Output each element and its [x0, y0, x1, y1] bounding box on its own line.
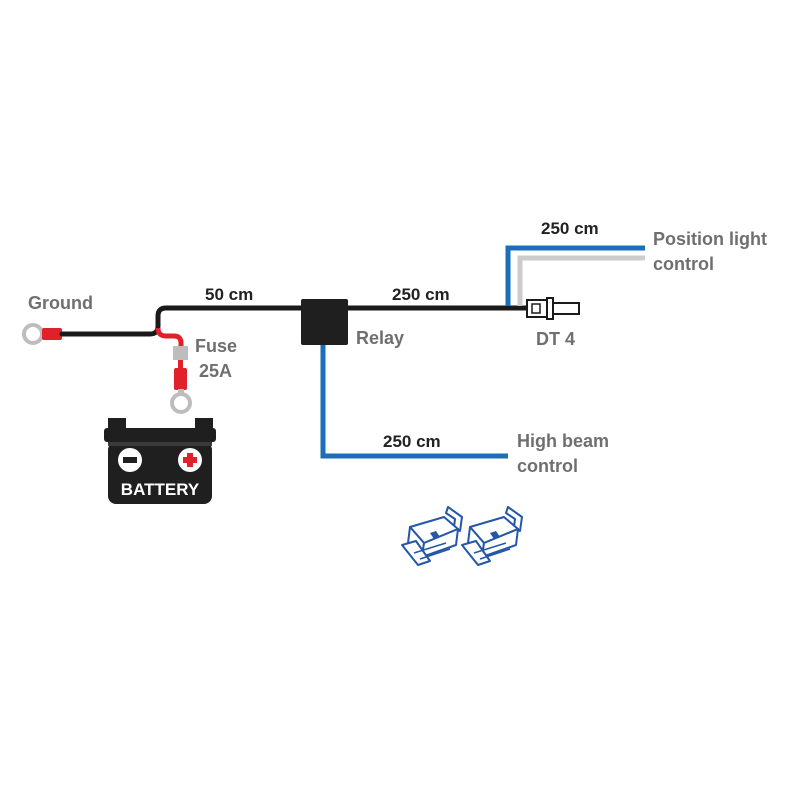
high-beam-label-line1: High beam — [517, 431, 609, 451]
splice-connector-icon — [461, 506, 523, 566]
length-relay-dt4-label: 250 cm — [392, 285, 450, 304]
battery-icon: BATTERY — [104, 418, 216, 504]
red-fuse-wire — [155, 327, 184, 352]
fuse-icon — [170, 346, 192, 414]
plus-icon — [178, 448, 202, 472]
position-light-grey-wire — [517, 255, 645, 306]
dt4-label: DT 4 — [536, 329, 575, 349]
position-light-blue-wire — [505, 245, 645, 306]
minus-icon — [118, 448, 142, 472]
relay-box — [301, 299, 348, 345]
length-position-label: 250 cm — [541, 219, 599, 238]
relay-label: Relay — [356, 328, 404, 348]
high-beam-label-line2: control — [517, 456, 578, 476]
high-beam-wire — [320, 330, 508, 459]
length-ground-relay-label: 50 cm — [205, 285, 253, 304]
battery-label: BATTERY — [121, 480, 200, 499]
ground-ring-terminal-icon — [22, 323, 62, 345]
ground-label: Ground — [28, 293, 93, 313]
fuse-label-line1: Fuse — [195, 336, 237, 356]
position-light-label-line2: control — [653, 254, 714, 274]
position-light-label-line1: Position light — [653, 229, 767, 249]
black-main-wire — [59, 305, 530, 337]
fuse-label-line2: 25A — [199, 361, 232, 381]
length-high-beam-label: 250 cm — [383, 432, 441, 451]
dt4-connector-icon — [526, 297, 580, 320]
splice-connector-icon — [401, 506, 463, 566]
